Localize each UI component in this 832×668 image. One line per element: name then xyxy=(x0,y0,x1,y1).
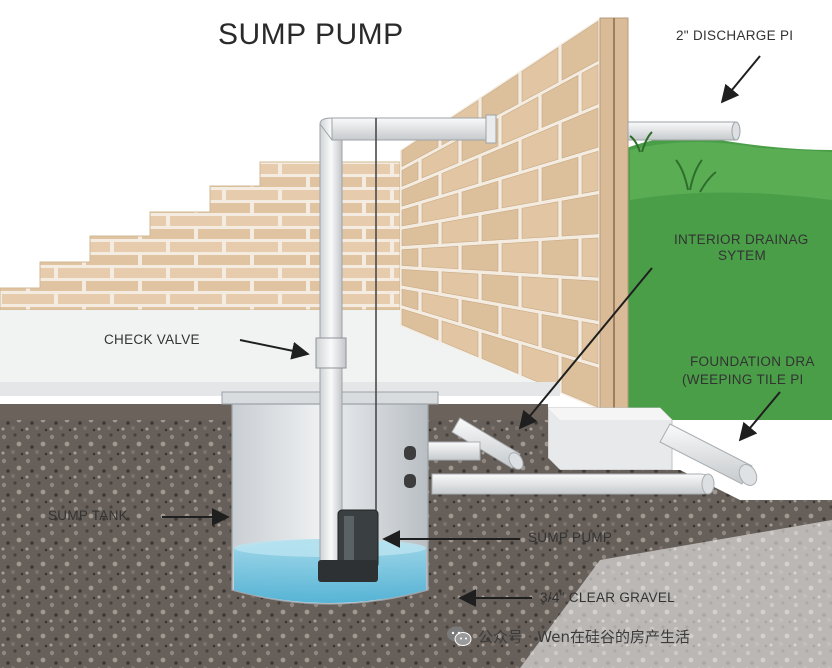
brick xyxy=(501,241,539,274)
brick xyxy=(541,156,579,202)
brick xyxy=(421,192,459,223)
sump-pump-unit xyxy=(318,509,379,582)
arrow-check-valve xyxy=(239,339,310,360)
brick xyxy=(461,180,499,216)
brick xyxy=(521,47,559,103)
brick xyxy=(481,141,519,183)
gravel-fade xyxy=(520,520,832,668)
grass-tufts xyxy=(629,131,717,193)
arrow-foundation-drain xyxy=(738,391,781,442)
brick xyxy=(541,238,579,277)
brick xyxy=(521,276,559,314)
side-brick-wall xyxy=(400,17,629,411)
brick xyxy=(421,292,459,323)
brick xyxy=(561,278,599,321)
brick xyxy=(421,245,459,270)
watermark-text: 公众号 · Wen在硅谷的房产生活 xyxy=(478,627,690,646)
check-valve xyxy=(315,337,347,369)
brick xyxy=(561,20,599,81)
label-sump-pump: SUMP PUMP xyxy=(528,530,612,545)
basement-floor xyxy=(0,310,560,396)
brick xyxy=(481,73,519,124)
discharge-pipe xyxy=(315,114,741,565)
brick xyxy=(561,194,599,237)
brick xyxy=(541,74,579,128)
label-discharge-pipe: 2" DISCHARGE PI xyxy=(676,28,793,43)
brick xyxy=(401,308,439,341)
grass-highlight xyxy=(630,141,832,200)
brick xyxy=(521,201,559,239)
brick xyxy=(461,299,499,335)
arrow-interior-drainage xyxy=(518,267,653,430)
back-brick-wall xyxy=(0,161,401,311)
brick xyxy=(421,139,459,179)
brick xyxy=(501,168,539,209)
label-interior-drainage-2: SYTEM xyxy=(718,248,766,263)
brick xyxy=(561,107,599,159)
brick xyxy=(441,215,479,244)
brick xyxy=(401,174,439,207)
label-sump-tank: SUMP TANK xyxy=(48,508,128,523)
brick xyxy=(401,223,439,246)
brick xyxy=(581,64,599,112)
arrow-discharge-pipe xyxy=(720,55,761,104)
brick xyxy=(401,288,419,311)
brick xyxy=(401,161,419,187)
brick xyxy=(501,306,539,347)
brick xyxy=(441,157,479,195)
label-foundation-drain-1: FOUNDATION DRA xyxy=(690,354,815,369)
brick xyxy=(441,320,479,358)
pointer-arrows xyxy=(162,55,781,607)
exterior-grass xyxy=(600,136,832,420)
brick xyxy=(481,273,519,307)
label-interior-drainage-1: INTERIOR DRAINAG xyxy=(674,232,809,247)
brick xyxy=(561,356,599,408)
brick xyxy=(521,124,559,171)
label-gravel: 3/4" CLEAR GRAVEL xyxy=(540,590,675,605)
brick xyxy=(401,269,439,293)
label-foundation-drain-2: (WEEPING TILE PI xyxy=(682,372,804,387)
wechat-icon xyxy=(447,626,472,646)
watermark: 公众号 · Wen在硅谷的房产生活 xyxy=(446,624,690,648)
interior-drainage-pipes xyxy=(427,417,715,495)
brick xyxy=(401,204,419,227)
brick xyxy=(481,332,519,375)
brick xyxy=(461,243,499,272)
label-check-valve: CHECK VALVE xyxy=(104,332,200,347)
brick xyxy=(501,96,539,145)
brick xyxy=(401,248,419,267)
brick xyxy=(481,208,519,242)
brick xyxy=(441,271,479,300)
brick xyxy=(581,150,599,194)
wall-footing xyxy=(547,407,673,471)
brick xyxy=(581,237,599,278)
diagram-title: SUMP PUMP xyxy=(218,18,404,51)
foundation-drain-pipe xyxy=(659,423,758,486)
